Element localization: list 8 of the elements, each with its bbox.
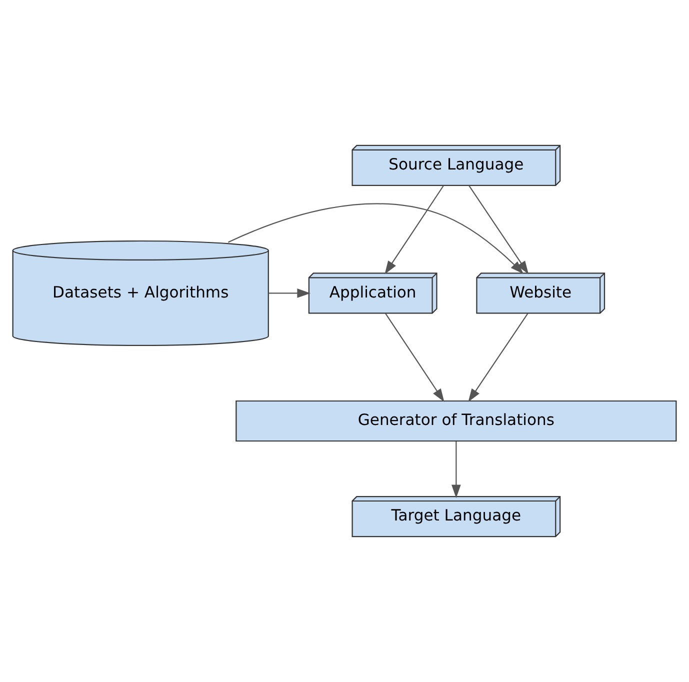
arrow xyxy=(268,288,311,298)
arrow xyxy=(385,313,444,402)
arrow xyxy=(228,203,524,274)
arrow xyxy=(468,185,529,274)
node-box: Generator of Translations xyxy=(236,400,677,442)
arrow xyxy=(384,185,444,274)
arrow xyxy=(468,313,528,402)
arrow xyxy=(452,441,461,498)
